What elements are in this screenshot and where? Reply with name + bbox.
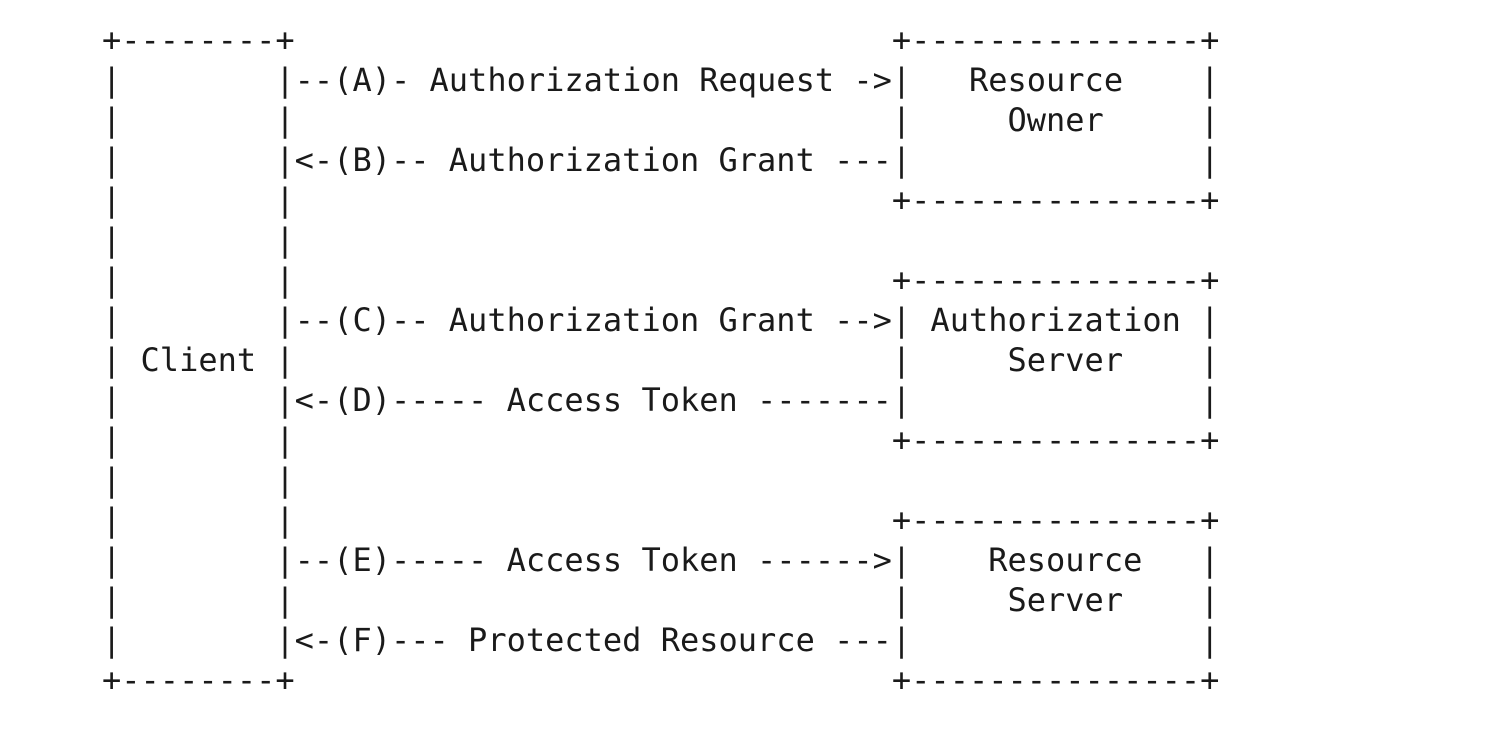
diagram-line-d-access-token: | |<-(D)----- Access Token -------| | [102,381,1220,419]
diagram-line-authorization-server-bottom: | | +---------------+ [102,421,1220,459]
diagram-line-authorization-server-top: | | +---------------+ [102,261,1220,299]
diagram-line-spacer-2: | | [102,461,295,499]
diagram-line-spacer-1: | | [102,221,295,259]
diagram-line-client-label: | Client | | Server | [102,341,1220,379]
diagram-line-resource-owner-label: | | | Owner | [102,101,1220,139]
diagram-line-resource-server-label: | | | Server | [102,581,1220,619]
diagram-line-client-bottom: +--------+ +---------------+ [102,661,1220,699]
diagram-line-f-protected-resource: | |<-(F)--- Protected Resource ---| | [102,621,1220,659]
diagram-line-resource-server-top: | | +---------------+ [102,501,1220,539]
diagram-line-resource-owner-bottom: | | +---------------+ [102,181,1220,219]
diagram-line-b-authorization-grant: | |<-(B)-- Authorization Grant ---| | [102,141,1220,179]
diagram-line-client-top: +--------+ +---------------+ [102,21,1220,59]
ascii-diagram: +--------+ +---------------+| |--(A)- Au… [102,20,1219,700]
diagram-line-c-authorization-grant: | |--(C)-- Authorization Grant -->| Auth… [102,301,1220,339]
diagram-line-a-authorization-request: | |--(A)- Authorization Request ->| Reso… [102,61,1220,99]
diagram-line-e-access-token: | |--(E)----- Access Token ------>| Reso… [102,541,1220,579]
